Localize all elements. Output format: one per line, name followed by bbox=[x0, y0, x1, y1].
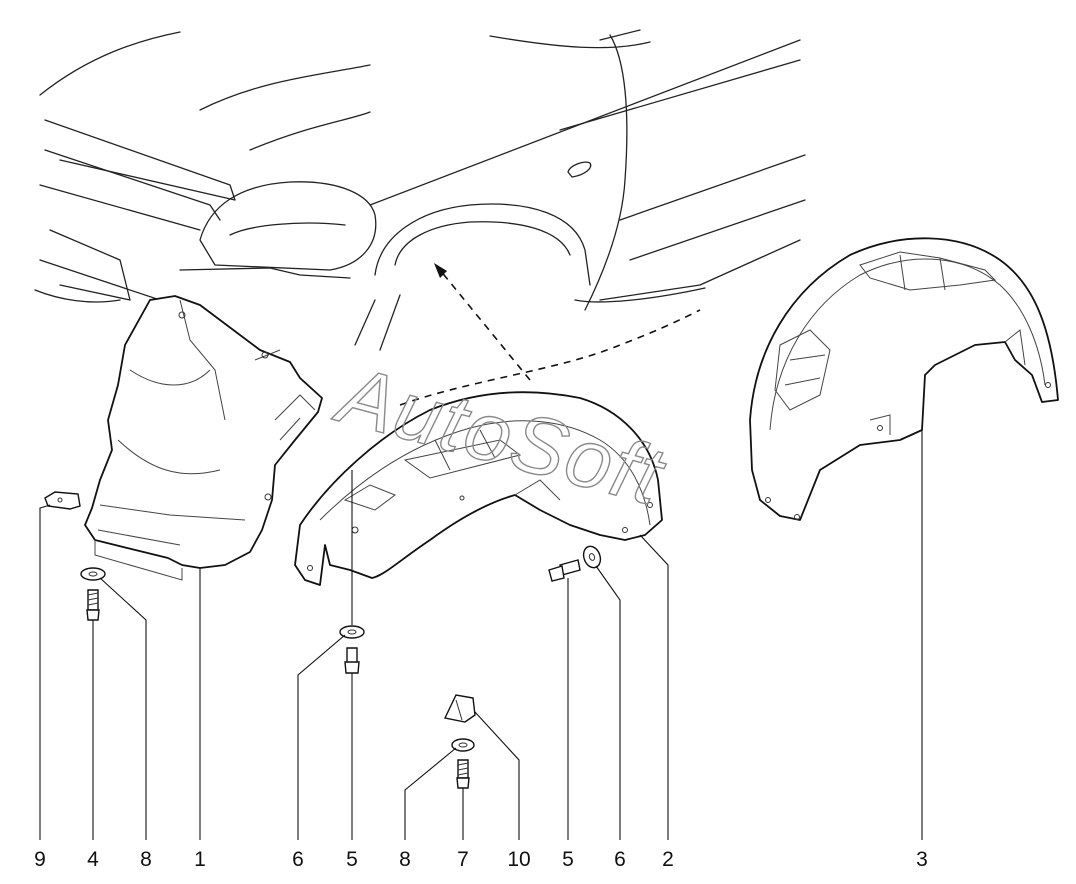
callout-8-left: 8 bbox=[140, 848, 152, 871]
callout-6-right: 6 bbox=[614, 848, 626, 871]
part-1-front-liner bbox=[84, 295, 323, 581]
part-3-rear-liner bbox=[749, 237, 1059, 521]
washer-part-6-center bbox=[339, 625, 365, 639]
callout-8-center: 8 bbox=[399, 848, 411, 871]
clip-part-9 bbox=[44, 491, 81, 510]
callout-5-center: 5 bbox=[346, 848, 358, 871]
callout-9: 9 bbox=[34, 848, 46, 871]
callout-numbers: 9 4 8 1 6 5 8 7 10 5 6 2 3 bbox=[34, 848, 928, 871]
washer-part-8-center bbox=[451, 738, 475, 752]
callout-4: 4 bbox=[87, 848, 99, 871]
washer-part-6-right bbox=[582, 545, 602, 569]
callout-1: 1 bbox=[194, 848, 206, 871]
assembly-direction-arrow bbox=[399, 263, 701, 406]
washer-part-8-left bbox=[80, 567, 106, 581]
callout-7: 7 bbox=[457, 848, 469, 871]
callout-3: 3 bbox=[916, 848, 928, 871]
callout-2: 2 bbox=[662, 848, 674, 871]
callout-5-right: 5 bbox=[562, 848, 574, 871]
screw-part-4 bbox=[86, 589, 100, 621]
car-body-outline bbox=[34, 29, 806, 351]
bolt-part-5-center bbox=[344, 647, 360, 674]
callout-6-center: 6 bbox=[292, 848, 304, 871]
leader-lines bbox=[39, 430, 923, 840]
callout-10: 10 bbox=[507, 848, 530, 871]
screw-part-7 bbox=[456, 759, 470, 789]
part-2-arch-liner bbox=[294, 391, 663, 586]
bracket-part-10 bbox=[443, 694, 476, 723]
bolt-part-5-right bbox=[548, 559, 581, 582]
